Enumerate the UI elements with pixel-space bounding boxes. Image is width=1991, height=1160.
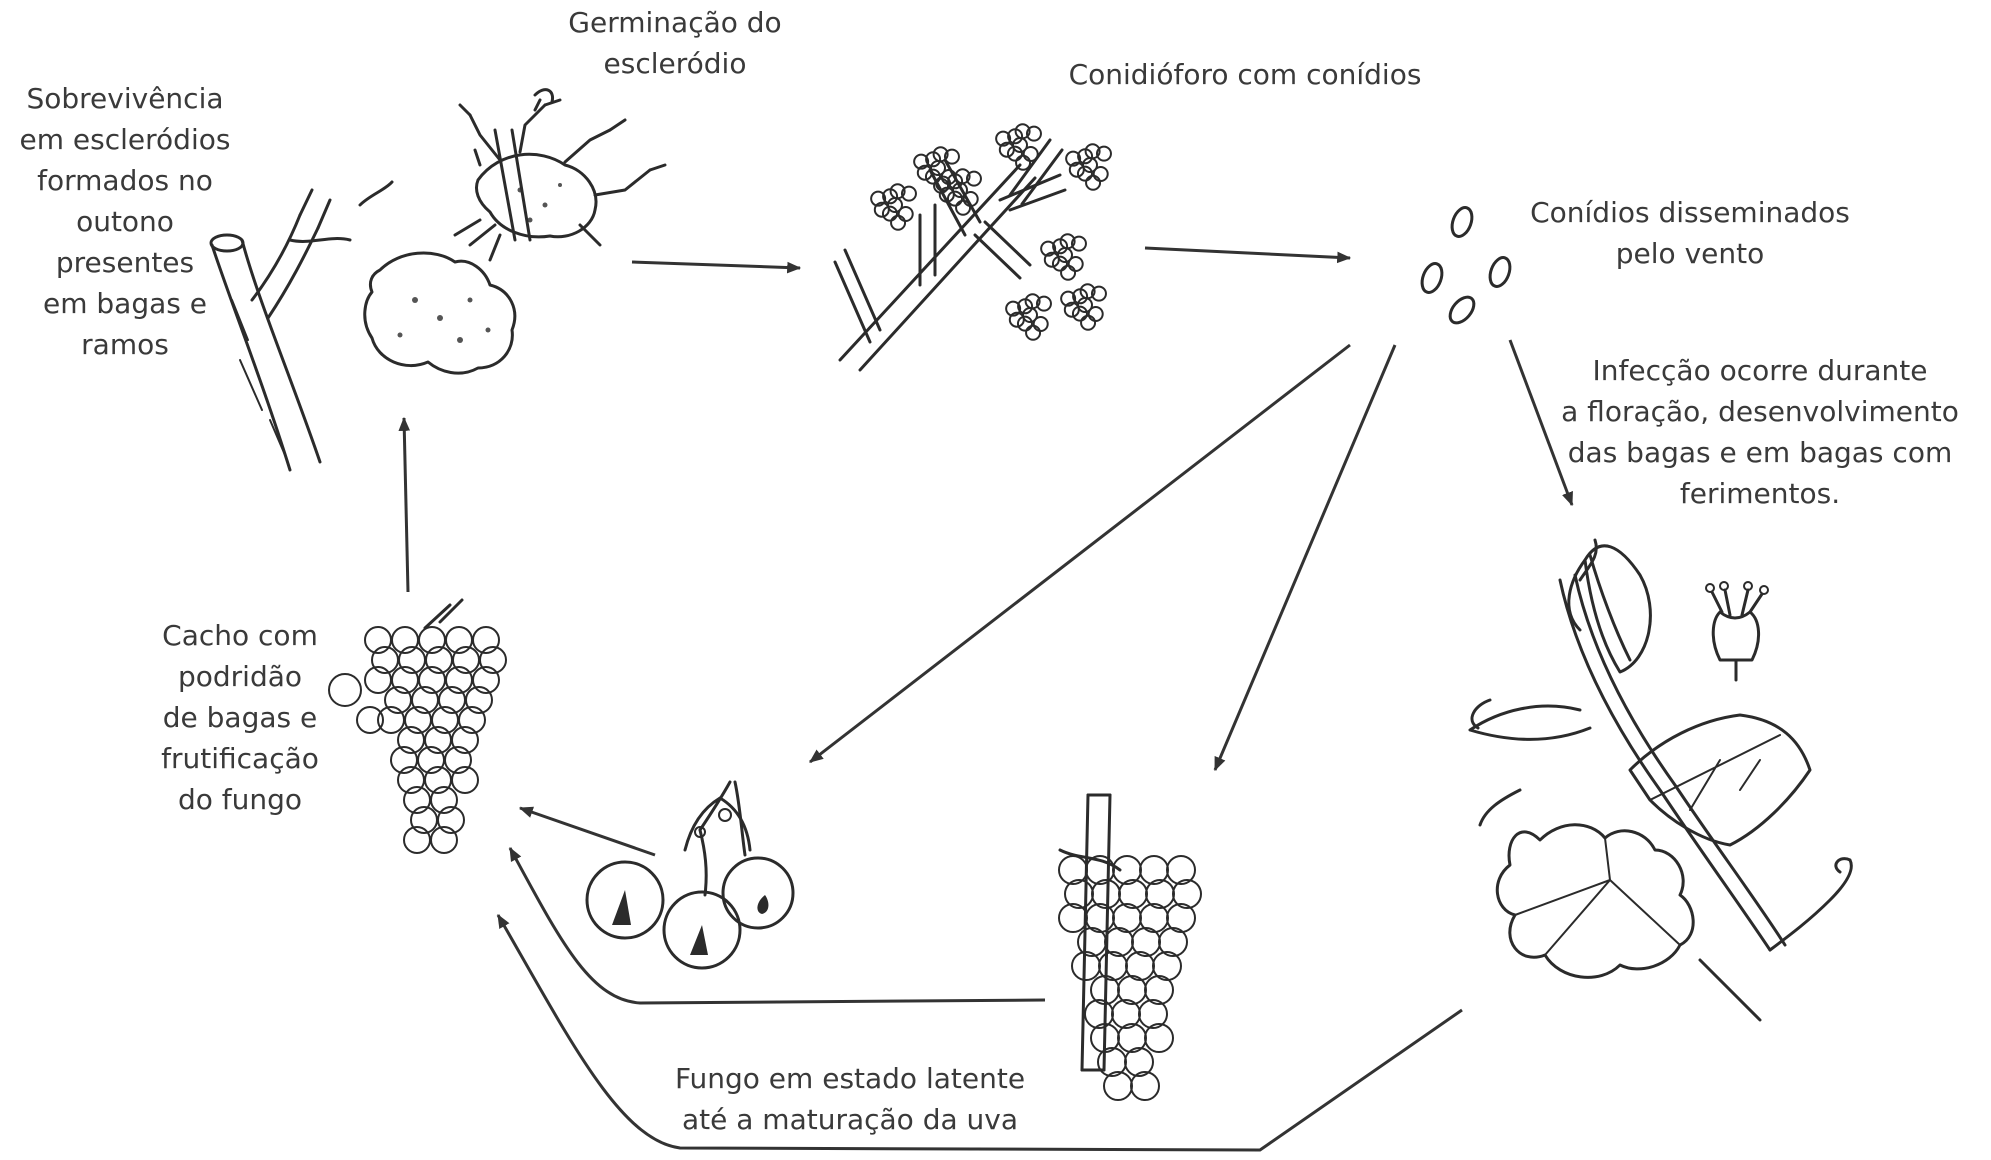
arrow-germination-to-conidiophore xyxy=(632,262,800,268)
arrow-flowering-to-rotten-bunch xyxy=(498,915,1462,1150)
arrow-green-bunch-to-rotten-bunch xyxy=(510,848,1045,1003)
arrow-conidiophore-to-conidia xyxy=(1145,248,1350,258)
wounded-berries-icon xyxy=(587,782,793,968)
flowering-shoot-icon xyxy=(1470,540,1851,1020)
sclerotium-icon xyxy=(365,253,515,373)
rotten-bunch-icon xyxy=(329,600,506,853)
arrow-rotten-bunch-to-sclerotium xyxy=(404,418,408,592)
germinating-sclerotium-icon xyxy=(455,90,665,260)
conidiophore-icon xyxy=(835,124,1111,370)
cycle-arrows xyxy=(404,248,1572,1150)
conidia-icon xyxy=(1418,205,1513,327)
arrow-conidia-to-green-bunch xyxy=(1215,345,1395,770)
green-bunch-icon xyxy=(1059,795,1201,1100)
arrow-conidia-to-flowering xyxy=(1510,340,1572,505)
arrow-conidia-to-berries xyxy=(810,345,1350,762)
flower-icon xyxy=(1706,582,1768,680)
arrow-berries-to-rotten-bunch xyxy=(520,808,655,855)
